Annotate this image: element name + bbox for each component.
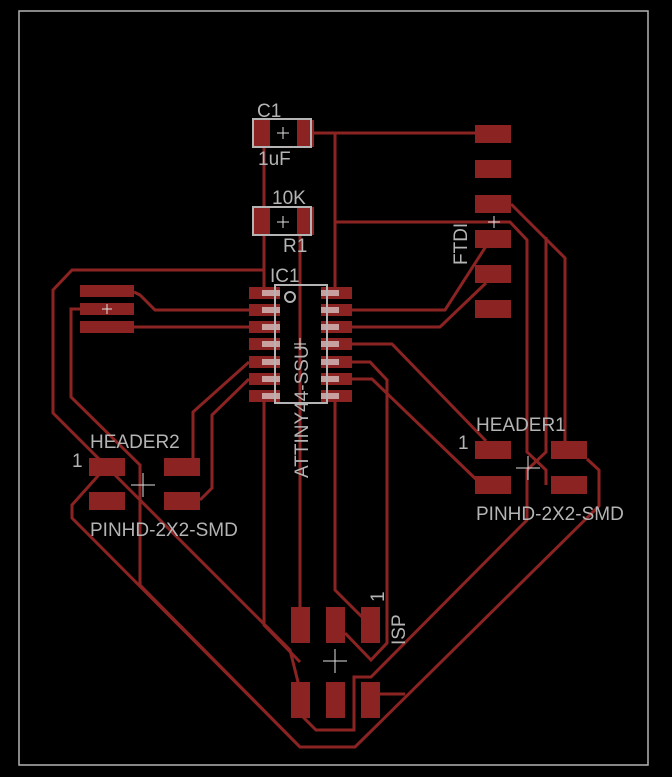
- ic1-name-label: IC1: [270, 266, 300, 287]
- ic1-value-label: ATTINY44-SSU: [292, 345, 313, 478]
- c1-pad-1[interactable]: [253, 120, 270, 147]
- ic1-left-pads: [249, 287, 280, 402]
- c1-outline: [252, 118, 312, 148]
- origin-cross-icon: [277, 127, 289, 139]
- resistor-r1[interactable]: 10K R1: [252, 188, 314, 257]
- origin-cross-icon: [131, 473, 155, 497]
- header-header2[interactable]: HEADER2 1 PINHD-2X2-SMD: [72, 432, 238, 541]
- ftdi-name-label: FTDI: [451, 223, 472, 265]
- pin1-marker-icon: [284, 291, 296, 303]
- header2-pin1-label: 1: [72, 451, 83, 472]
- origin-cross-icon: [277, 216, 289, 228]
- header2-name-label: HEADER2: [90, 432, 180, 453]
- c1-value-label: 1uF: [258, 149, 291, 170]
- c1-pad-2[interactable]: [297, 120, 314, 147]
- r1-name-label: R1: [283, 236, 307, 257]
- traces: [51, 131, 601, 749]
- capacitor-c1[interactable]: C1 1uF: [252, 101, 314, 170]
- origin-cross-icon: [102, 304, 112, 314]
- connector-3pin-left[interactable]: [80, 285, 134, 333]
- header1-name-label: HEADER1: [476, 415, 566, 436]
- origin-cross-icon: [294, 338, 306, 350]
- r1-pad-1[interactable]: [253, 207, 270, 235]
- origin-cross-icon: [323, 649, 347, 673]
- connector-ftdi[interactable]: FTDI: [451, 125, 511, 318]
- r1-value-label: 10K: [272, 188, 306, 209]
- header-header1[interactable]: HEADER1 1 PINHD-2X2-SMD: [458, 415, 624, 525]
- origin-cross-icon: [488, 216, 500, 228]
- header1-value-label: PINHD-2X2-SMD: [476, 504, 624, 525]
- ic1-right-pads: [321, 287, 352, 402]
- ic1-outline: [274, 284, 328, 404]
- r1-outline: [252, 206, 312, 236]
- header2-value-label: PINHD-2X2-SMD: [90, 520, 238, 541]
- board-outline: [18, 10, 649, 766]
- connector-isp[interactable]: ISP 1: [291, 591, 410, 718]
- header1-pin1-label: 1: [458, 433, 469, 454]
- isp-pin1-label: 1: [368, 591, 389, 602]
- ic-ic1[interactable]: IC1 ATTINY44-SSU: [249, 266, 352, 478]
- c1-name-label: C1: [257, 101, 281, 122]
- isp-name-label: ISP: [389, 614, 410, 645]
- origin-cross-icon: [516, 456, 540, 480]
- r1-pad-2[interactable]: [297, 207, 314, 235]
